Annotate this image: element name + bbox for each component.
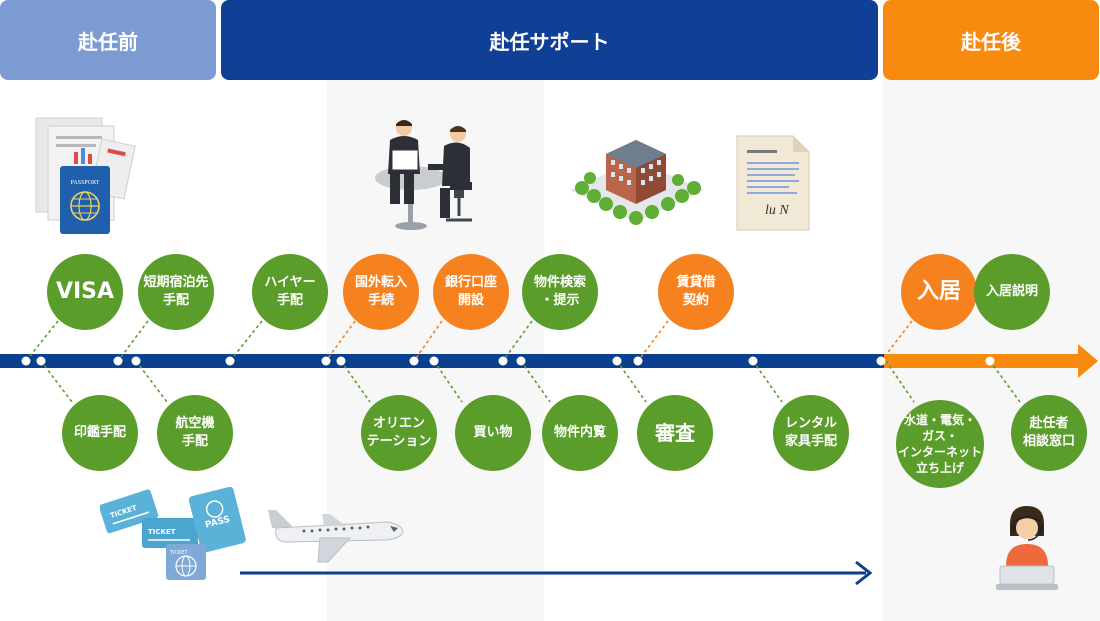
- timeline-dot: [516, 356, 526, 366]
- step-viewing: 物件内覧: [542, 395, 618, 471]
- timeline-dot: [36, 356, 46, 366]
- step-moving-in-procedure: 国外転入 手続: [343, 254, 419, 330]
- connector-property-search: [502, 320, 533, 362]
- header-assignment-support: 赴任サポート: [221, 0, 878, 80]
- header-before-assignment: 赴任前: [0, 0, 216, 80]
- timeline-arrowhead: [1078, 344, 1098, 378]
- signed-contract-icon: lu N: [736, 135, 810, 231]
- timeline-dot: [429, 356, 439, 366]
- airplane-icon: [268, 510, 404, 563]
- connector-viewing: [520, 360, 551, 403]
- connector-bank: [413, 320, 443, 362]
- connector-consultation: [989, 360, 1021, 403]
- step-short-stay: 短期宿泊先 手配: [138, 254, 214, 330]
- step-hire-car: ハイヤー 手配: [252, 254, 328, 330]
- timeline-dot: [113, 356, 123, 366]
- timeline-dot: [633, 356, 643, 366]
- step-rental-furniture: レンタル 家具手配: [773, 395, 849, 471]
- documents-passport-icon: PASSPORT: [35, 117, 136, 234]
- step-screening: 審査: [637, 395, 713, 471]
- step-lease-contract: 賃貸借 契約: [658, 254, 734, 330]
- step-property-search: 物件検索 ・提示: [522, 254, 598, 330]
- connector-move-in: [880, 320, 913, 362]
- step-visa: VISA: [47, 254, 123, 330]
- after-panel-background: [883, 80, 1100, 621]
- timeline-dot: [336, 356, 346, 366]
- step-move-in: 入居: [901, 254, 977, 330]
- timeline-dot: [321, 356, 331, 366]
- step-move-in-explanation: 入居説明: [974, 254, 1050, 330]
- svg-text:TICKET: TICKET: [148, 528, 176, 536]
- step-seal: 印鑑手配: [62, 395, 138, 471]
- connector-shopping: [433, 360, 463, 403]
- timeline-dot: [985, 356, 995, 366]
- header-after-assignment: 赴任後: [883, 0, 1099, 80]
- support-operator-icon: [996, 506, 1058, 590]
- connector-lease: [637, 320, 669, 362]
- timeline-bar-blue: [0, 354, 884, 368]
- transfer-arrowhead: [855, 560, 873, 586]
- connector-moving-in: [325, 320, 356, 362]
- timeline-dot: [409, 356, 419, 366]
- step-bank-account: 銀行口座 開設: [433, 254, 509, 330]
- timeline-dot: [131, 356, 141, 366]
- svg-text:PASSPORT: PASSPORT: [71, 180, 100, 186]
- svg-text:lu N: lu N: [765, 203, 789, 218]
- connector-short-stay: [117, 320, 149, 362]
- tickets-passport-icon: TICKET TICKET PASS TICKET: [100, 486, 246, 580]
- connector-screening: [616, 360, 647, 403]
- timeline-dot: [876, 356, 886, 366]
- timeline-dot: [498, 356, 508, 366]
- timeline-dot: [748, 356, 758, 366]
- step-utilities: 水道・電気・ ガス・ インターネット 立ち上げ: [896, 400, 984, 488]
- timeline-dot: [225, 356, 235, 366]
- step-shopping: 買い物: [455, 395, 531, 471]
- apartment-building-icon: [570, 140, 704, 225]
- connector-orientation: [340, 360, 371, 403]
- connector-utilities: [885, 360, 915, 403]
- connector-seal: [40, 360, 73, 403]
- step-orientation: オリエン テーション: [361, 395, 437, 471]
- step-consultation: 赴任者 相談窓口: [1011, 395, 1087, 471]
- svg-text:TICKET: TICKET: [169, 550, 188, 556]
- connector-flight: [135, 360, 168, 403]
- timeline-dot: [612, 356, 622, 366]
- connector-rental-furniture: [752, 360, 783, 403]
- connector-visa: [25, 320, 59, 362]
- business-meeting-icon: [375, 120, 472, 230]
- step-flight: 航空機 手配: [157, 395, 233, 471]
- timeline-bar-orange: [884, 354, 1080, 368]
- connector-hire-car: [229, 320, 263, 362]
- timeline-dot: [21, 356, 31, 366]
